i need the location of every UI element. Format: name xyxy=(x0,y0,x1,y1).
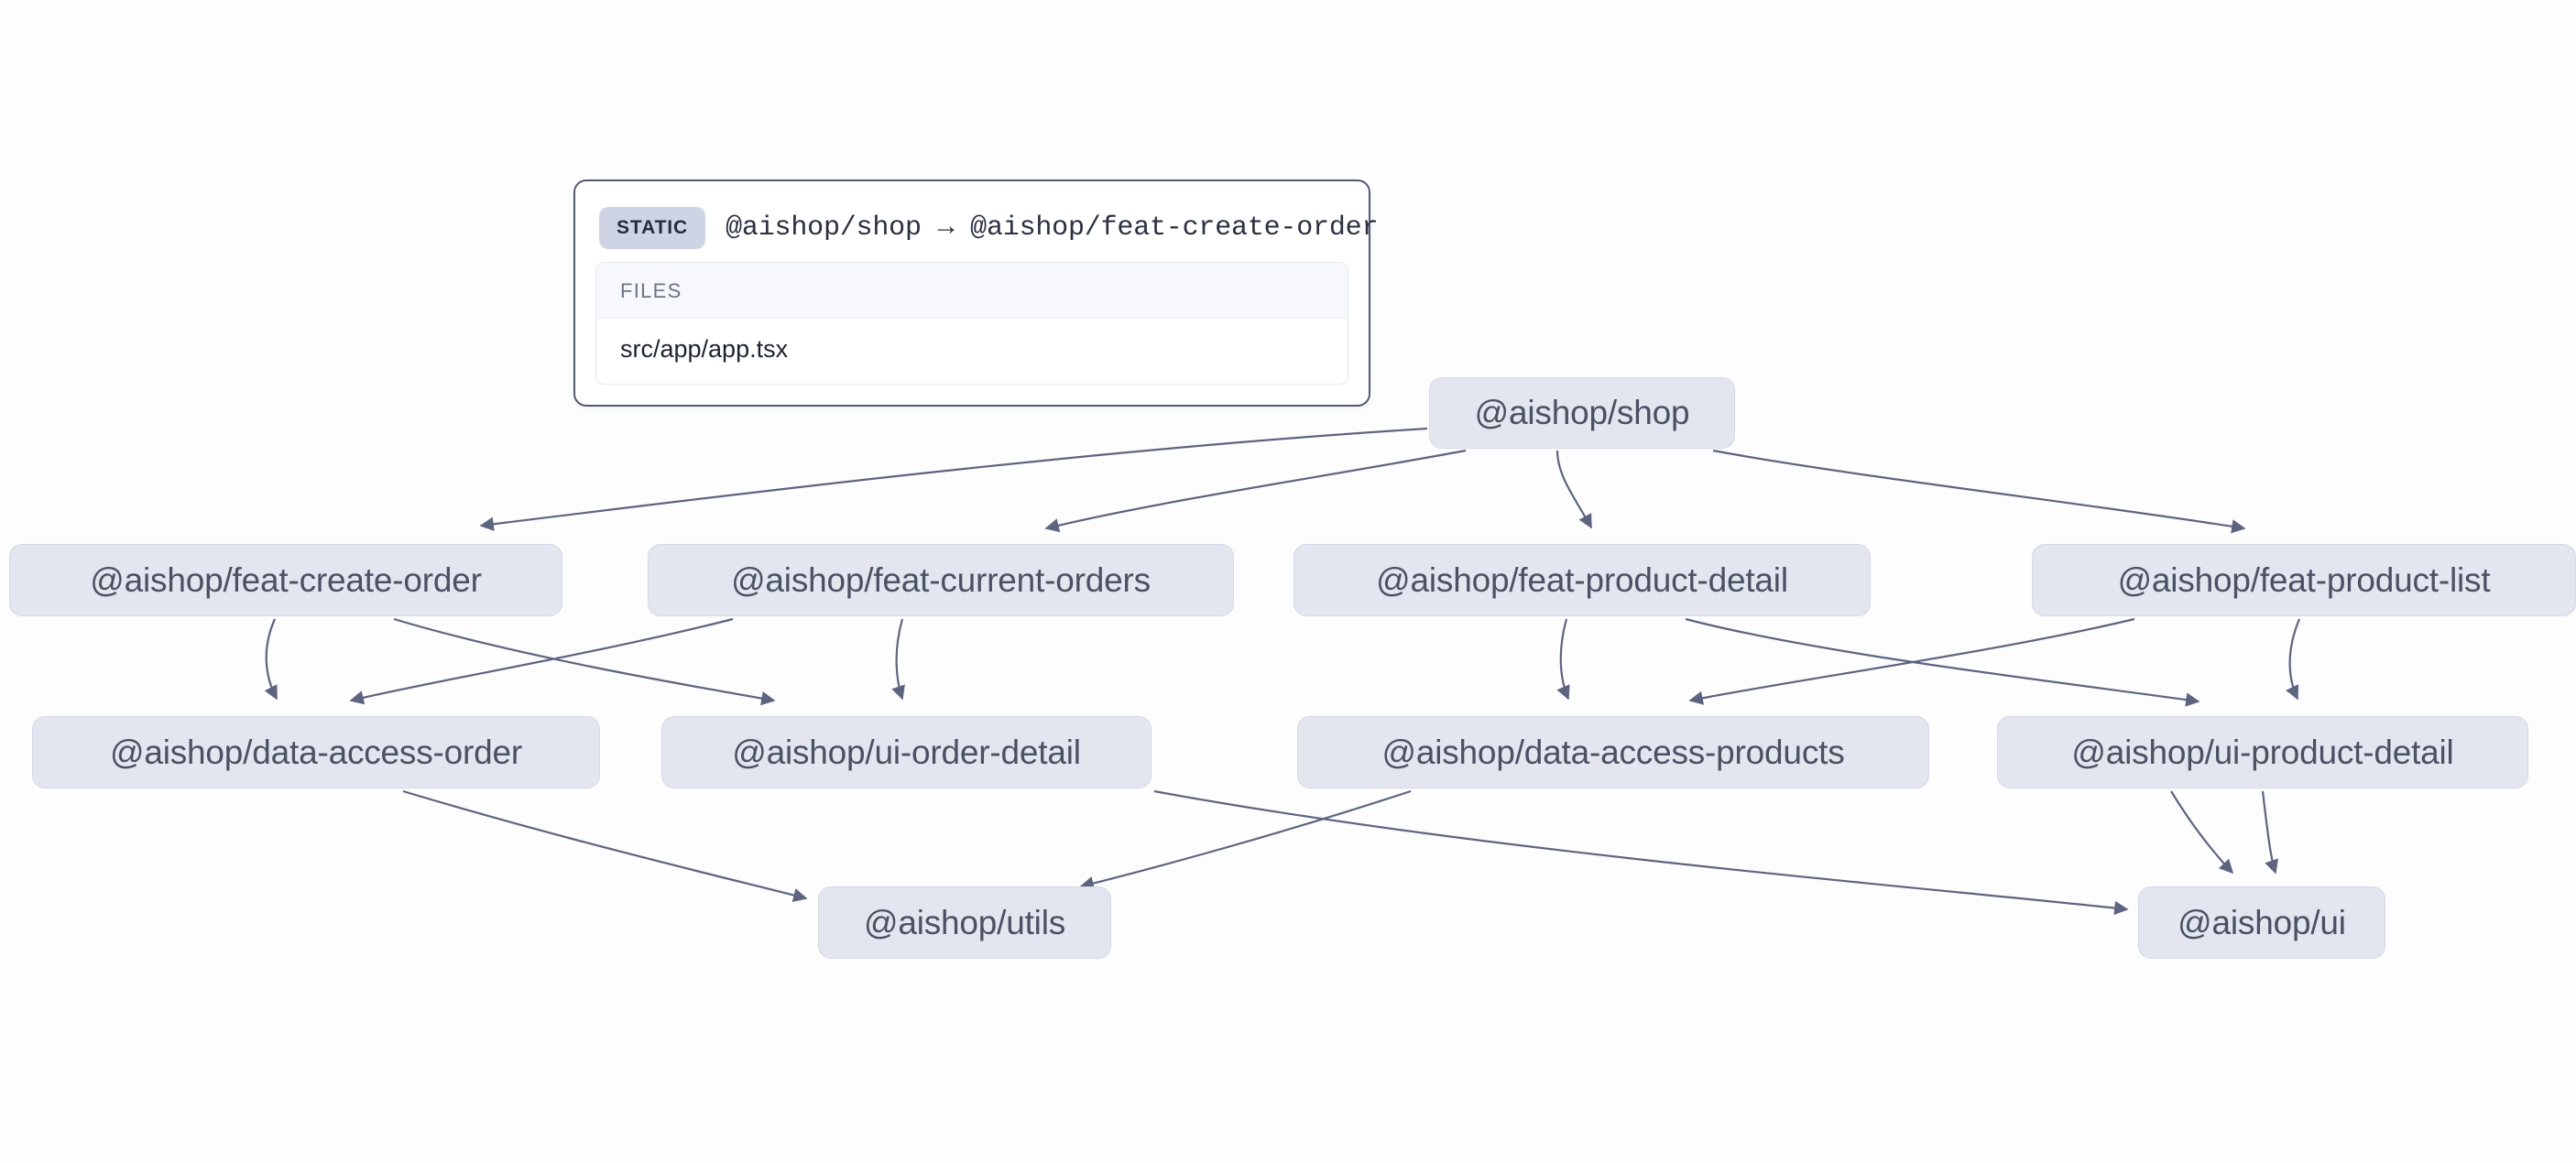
tooltip-header: STATIC @aishop/shop → @aishop/feat-creat… xyxy=(595,200,1378,262)
edge-shop-to-feat-create-order xyxy=(479,427,1428,531)
file-list-item[interactable]: src/app/app.tsx xyxy=(620,335,789,363)
edge-fpl-to-data-access-products xyxy=(1688,617,2135,705)
static-badge: STATIC xyxy=(599,207,706,249)
edge-shop-to-feat-product-list xyxy=(1712,449,2246,534)
files-section-label: FILES xyxy=(596,263,1348,319)
edge-detail-tooltip[interactable]: STATIC @aishop/shop → @aishop/feat-creat… xyxy=(573,179,1378,407)
graph-node-shop[interactable]: @aishop/shop xyxy=(1429,377,1735,449)
edge-ui-order-detail-to-ui xyxy=(1153,789,2129,916)
graph-node-label: @aishop/ui-product-detail xyxy=(2071,733,2454,771)
graph-node-label: @aishop/feat-product-detail xyxy=(1376,560,1788,599)
graph-node-label: @aishop/data-access-products xyxy=(1381,733,1845,771)
tooltip-files-section: FILES src/app/app.tsx xyxy=(595,262,1348,385)
edge-fcuo-to-ui-order-detail xyxy=(891,618,905,701)
graph-node-ui-order-detail[interactable]: @aishop/ui-order-detail xyxy=(661,716,1152,788)
graph-node-label: @aishop/feat-product-list xyxy=(2117,560,2491,599)
graph-node-data-access-products[interactable]: @aishop/data-access-products xyxy=(1297,716,1929,788)
tooltip-title: @aishop/shop → @aishop/feat-create-order xyxy=(726,212,1379,244)
graph-node-feat-current-orders[interactable]: @aishop/feat-current-orders xyxy=(648,544,1234,616)
edge-ui-product-detail-to-ui xyxy=(2261,790,2278,875)
edge-fpd-to-data-access-products xyxy=(1556,618,1570,701)
edge-shop-to-feat-product-detail xyxy=(1555,450,1592,529)
edge-data-access-products-to-utils xyxy=(1079,789,1412,891)
edge-fpl-to-ui-product-detail xyxy=(2286,618,2301,701)
graph-node-label: @aishop/feat-current-orders xyxy=(731,560,1151,599)
graph-node-label: @aishop/shop xyxy=(1474,394,1690,431)
edge-data-access-order-to-utils xyxy=(402,789,808,903)
graph-node-label: @aishop/utils xyxy=(863,903,1066,941)
graph-node-label: @aishop/ui xyxy=(2178,903,2346,941)
edge-fpd-to-ui-product-detail xyxy=(1685,617,2200,707)
graph-node-label: @aishop/feat-create-order xyxy=(90,560,482,599)
edge-fco-to-ui-order-detail xyxy=(393,617,776,706)
edge-fcuo-to-data-access-order xyxy=(349,617,734,705)
graph-node-label: @aishop/data-access-order xyxy=(109,733,523,771)
graph-node-ui-product-detail[interactable]: @aishop/ui-product-detail xyxy=(1997,716,2528,788)
graph-node-data-access-order[interactable]: @aishop/data-access-order xyxy=(32,716,600,788)
graph-node-feat-product-detail[interactable]: @aishop/feat-product-detail xyxy=(1293,544,1871,616)
edge-ui-product-detail-to-ui-2 xyxy=(2170,790,2234,875)
graph-node-feat-product-list[interactable]: @aishop/feat-product-list xyxy=(2032,544,2576,616)
edge-fco-to-data-access-order xyxy=(264,618,278,701)
edge-shop-to-feat-current-orders xyxy=(1044,449,1467,533)
graph-node-feat-create-order[interactable]: @aishop/feat-create-order xyxy=(9,544,562,616)
graph-node-label: @aishop/ui-order-detail xyxy=(732,733,1081,771)
graph-node-ui[interactable]: @aishop/ui xyxy=(2138,886,2385,959)
graph-node-utils[interactable]: @aishop/utils xyxy=(818,886,1111,959)
